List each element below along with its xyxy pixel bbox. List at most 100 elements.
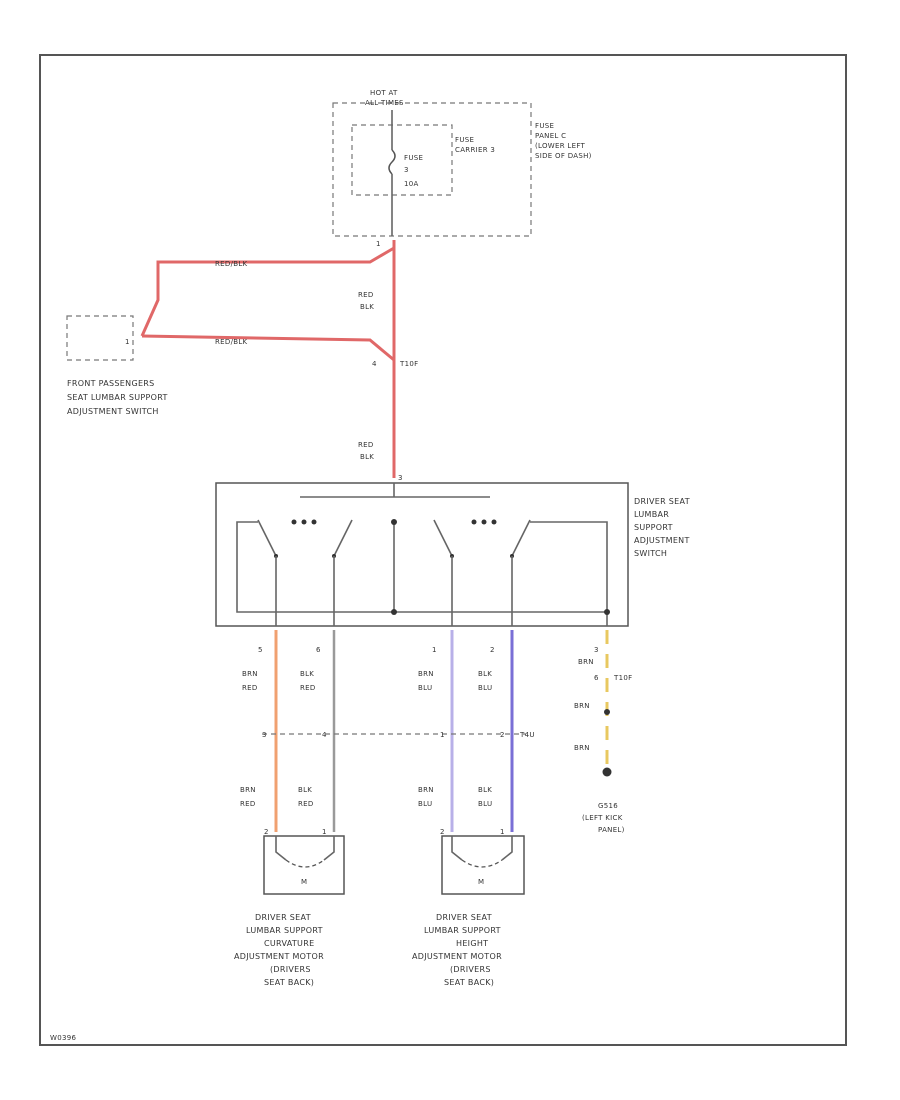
driver-switch-line2: LUMBAR bbox=[634, 510, 669, 519]
wire2-lower-label-b: RED bbox=[298, 800, 314, 808]
wire2-upper-label-a: BLK bbox=[300, 670, 314, 678]
diagram-code: W0396 bbox=[50, 1034, 76, 1042]
red-blk-lower-branch bbox=[141, 334, 395, 362]
fuse-carrier-line1: FUSE bbox=[455, 136, 474, 144]
motor-curvature-lead-right bbox=[323, 836, 335, 861]
fuse-amps: 10A bbox=[404, 180, 419, 188]
motor-curvature: 2 1 M DRIVER SEAT LUMBAR SUPPORT CURVATU… bbox=[234, 828, 345, 987]
wire1-lower-label-b: RED bbox=[240, 800, 256, 808]
motor-curvature-line2: LUMBAR SUPPORT bbox=[246, 926, 323, 935]
hot-at-label: HOT AT bbox=[370, 89, 398, 97]
motor-height-pin-b: 1 bbox=[500, 828, 505, 836]
motor-curvature-pin-a: 2 bbox=[264, 828, 269, 836]
passenger-switch-line1: FRONT PASSENGERS bbox=[67, 379, 155, 388]
pin-number-1: 5 bbox=[258, 646, 263, 654]
contact-dot bbox=[301, 519, 307, 525]
motor-height: 2 1 M DRIVER SEAT LUMBAR SUPPORT HEIGHT … bbox=[412, 828, 525, 987]
switch-ground-node bbox=[604, 609, 610, 615]
splice-mid-number: 4 bbox=[372, 360, 377, 368]
motor-height-line5: (DRIVERS bbox=[450, 965, 491, 974]
splice-top-number: 1 bbox=[376, 240, 381, 248]
motor-curvature-line3: CURVATURE bbox=[264, 939, 314, 948]
ground-label-line1: G516 bbox=[598, 802, 618, 810]
motor-height-m: M bbox=[478, 878, 484, 886]
motor-height-lead-left bbox=[451, 836, 463, 861]
fuse-carrier-line2: CARRIER 3 bbox=[455, 146, 495, 154]
pin-number-4: 2 bbox=[490, 646, 495, 654]
fuse-panel-outline bbox=[332, 102, 532, 237]
red-blk-circuit: RED/BLK RED/BLK 1 RED BLK 4 T10F RED BLK… bbox=[140, 240, 418, 482]
motor-height-line2: LUMBAR SUPPORT bbox=[424, 926, 501, 935]
wire4-upper-label-a: BLK bbox=[478, 670, 492, 678]
motor-height-line1: DRIVER SEAT bbox=[436, 913, 492, 922]
motor-height-symbol bbox=[461, 859, 503, 868]
main-wire-color-b2: BLK bbox=[360, 453, 374, 461]
passenger-switch: 1 FRONT PASSENGERS SEAT LUMBAR SUPPORT A… bbox=[66, 315, 168, 416]
wire5-connector-label: T10F bbox=[613, 674, 632, 682]
wire3-upper-label-a: BRN bbox=[418, 670, 434, 678]
wire3-upper-label-b: BLU bbox=[418, 684, 432, 692]
main-wire-color-a1: RED bbox=[358, 291, 374, 299]
driver-switch-line4: ADJUSTMENT bbox=[634, 536, 690, 545]
motor-height-outline bbox=[441, 835, 525, 895]
switch-top-node bbox=[391, 519, 397, 525]
contact-dot bbox=[311, 519, 317, 525]
fuse-number: 3 bbox=[404, 166, 409, 174]
fuse-panel-line3: (LOWER LEFT bbox=[535, 142, 586, 150]
wire4-lower-label-a: BLK bbox=[478, 786, 492, 794]
wire3-lower-label-a: BRN bbox=[418, 786, 434, 794]
connector-pin-c3: 1 bbox=[440, 731, 445, 739]
driver-switch-outline bbox=[215, 482, 629, 627]
motor-curvature-line1: DRIVER SEAT bbox=[255, 913, 311, 922]
fuse-panel-line1: FUSE bbox=[535, 122, 554, 130]
passenger-switch-line2: SEAT LUMBAR SUPPORT bbox=[67, 393, 168, 402]
motor-height-line6: SEAT BACK) bbox=[444, 978, 494, 987]
main-wire-color-a2: BLK bbox=[360, 303, 374, 311]
driver-switch-line1: DRIVER SEAT bbox=[634, 497, 690, 506]
wire2-upper-label-b: RED bbox=[300, 684, 316, 692]
passenger-switch-line3: ADJUSTMENT SWITCH bbox=[67, 407, 159, 416]
switch-arm-4 bbox=[511, 519, 531, 557]
wire1-upper-label-a: BRN bbox=[242, 670, 258, 678]
contact-dot bbox=[491, 519, 497, 525]
fuse-carrier-outline bbox=[351, 124, 453, 196]
fuse-symbol bbox=[388, 149, 396, 175]
switch-arm-3 bbox=[433, 519, 453, 557]
connector-pin-c2: 4 bbox=[322, 731, 327, 739]
connector-pin-c1: 3 bbox=[262, 731, 267, 739]
driver-switch: DRIVER SEAT LUMBAR SUPPORT ADJUSTMENT SW… bbox=[215, 482, 690, 627]
motor-height-line3: HEIGHT bbox=[456, 939, 488, 948]
motor-curvature-lead-left bbox=[275, 836, 287, 861]
driver-switch-line5: SWITCH bbox=[634, 549, 667, 558]
pin-number-3: 1 bbox=[432, 646, 437, 654]
wire5-upper-label: BRN bbox=[578, 658, 594, 666]
wire3-lower-label-b: BLU bbox=[418, 800, 432, 808]
fuse-label: FUSE bbox=[404, 154, 423, 162]
ground-wire-label-1: BRN bbox=[574, 702, 590, 710]
wire1-lower-label-a: BRN bbox=[240, 786, 256, 794]
ground-g516: BRN BRN G516 (LEFT KICK PANEL) bbox=[574, 702, 624, 834]
motor-curvature-line5: (DRIVERS bbox=[270, 965, 311, 974]
contact-dot bbox=[481, 519, 487, 525]
motor-curvature-m: M bbox=[301, 878, 307, 886]
splice-mid-connector: T10F bbox=[399, 360, 418, 368]
pin-number-2: 6 bbox=[316, 646, 321, 654]
contact-dot bbox=[471, 519, 477, 525]
passenger-switch-outline bbox=[66, 315, 134, 361]
fuse-panel-line2: PANEL C bbox=[535, 132, 566, 140]
wire4-lower-label-b: BLU bbox=[478, 800, 492, 808]
all-times-label: ALL TIMES bbox=[365, 99, 404, 107]
motor-height-pin-a: 2 bbox=[440, 828, 445, 836]
switch-arm-1 bbox=[257, 519, 277, 557]
connector-pin-c4: 2 bbox=[500, 731, 505, 739]
ground-label-line2: (LEFT KICK bbox=[582, 814, 623, 822]
motor-curvature-line4: ADJUSTMENT MOTOR bbox=[234, 952, 324, 961]
red-blk-lower-label: RED/BLK bbox=[215, 338, 248, 346]
diagram-frame bbox=[39, 54, 847, 1046]
driver-switch-line3: SUPPORT bbox=[634, 523, 673, 532]
motor-curvature-line6: SEAT BACK) bbox=[264, 978, 314, 987]
wire4-upper-label-b: BLU bbox=[478, 684, 492, 692]
red-blk-upper-branch bbox=[140, 246, 395, 337]
wire5-connector-number: 6 bbox=[594, 674, 599, 682]
ground-splice-dot bbox=[604, 709, 610, 715]
